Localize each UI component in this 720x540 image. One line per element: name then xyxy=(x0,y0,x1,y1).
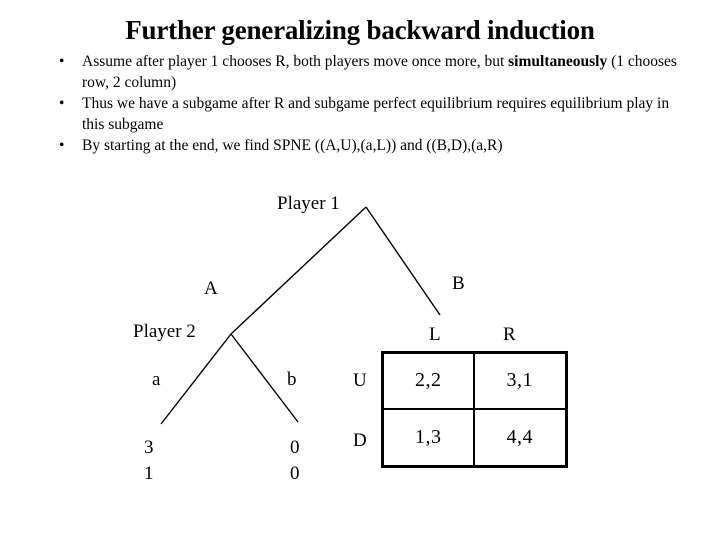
list-item-text-part: By starting at the end, we find SPNE ((A… xyxy=(82,137,503,154)
matrix-column-header-R: R xyxy=(503,324,516,345)
page-title: Further generalizing backward induction xyxy=(125,15,595,45)
tree-payoff-left-player2: 1 xyxy=(144,463,154,484)
matrix-cell-U-R: 3,1 xyxy=(506,369,533,392)
tree-edge-root-to-subgame xyxy=(365,206,441,316)
tree-action-label-A: A xyxy=(204,278,218,299)
table-row: 1,3 4,4 xyxy=(384,409,565,465)
tree-edge-root-to-player2 xyxy=(230,206,367,335)
list-item-text: Assume after player 1 chooses R, both pl… xyxy=(82,52,686,93)
list-item-text: Thus we have a subgame after R and subga… xyxy=(82,94,686,135)
matrix-row-header-U: U xyxy=(353,370,367,391)
tree-action-label-b: b xyxy=(287,369,297,390)
tree-edge-player2-to-left-terminal xyxy=(160,333,232,425)
list-item-text-part: Assume after player 1 chooses R, both pl… xyxy=(82,53,509,70)
list-item: • Thus we have a subgame after R and sub… xyxy=(46,94,686,135)
matrix-column-header-L: L xyxy=(429,324,441,345)
payoff-matrix: 2,2 3,1 1,3 4,4 xyxy=(381,351,568,468)
bullet-marker-icon: • xyxy=(59,95,65,112)
list-item-text-part: (1 chooses row, 2 column) xyxy=(82,53,677,91)
bullet-marker-icon: • xyxy=(59,53,65,70)
tree-action-label-B: B xyxy=(452,273,465,294)
tree-payoff-right-player2: 0 xyxy=(290,463,300,484)
tree-node-label-player1: Player 1 xyxy=(277,193,340,214)
list-item-emphasis: simultaneously xyxy=(508,53,608,70)
matrix-row-header-D: D xyxy=(353,430,367,451)
matrix-cell-U-L: 2,2 xyxy=(384,354,475,408)
tree-action-label-a: a xyxy=(152,369,161,390)
matrix-cell-D-R: 4,4 xyxy=(506,425,533,448)
list-item-text-part: Thus we have a subgame after R and subga… xyxy=(82,95,670,133)
matrix-cell-D-L: 1,3 xyxy=(384,409,475,465)
list-item: • Assume after player 1 chooses R, both … xyxy=(46,52,686,93)
tree-payoff-left-player1: 3 xyxy=(144,437,154,458)
bullet-marker-icon: • xyxy=(59,137,65,154)
table-row: 2,2 3,1 xyxy=(384,354,565,410)
tree-node-label-player2: Player 2 xyxy=(133,321,196,342)
list-item-text: By starting at the end, we find SPNE ((A… xyxy=(82,136,686,157)
list-item: • By starting at the end, we find SPNE (… xyxy=(46,136,686,157)
tree-payoff-right-player1: 0 xyxy=(290,437,300,458)
bullet-list: • Assume after player 1 chooses R, both … xyxy=(46,52,686,158)
